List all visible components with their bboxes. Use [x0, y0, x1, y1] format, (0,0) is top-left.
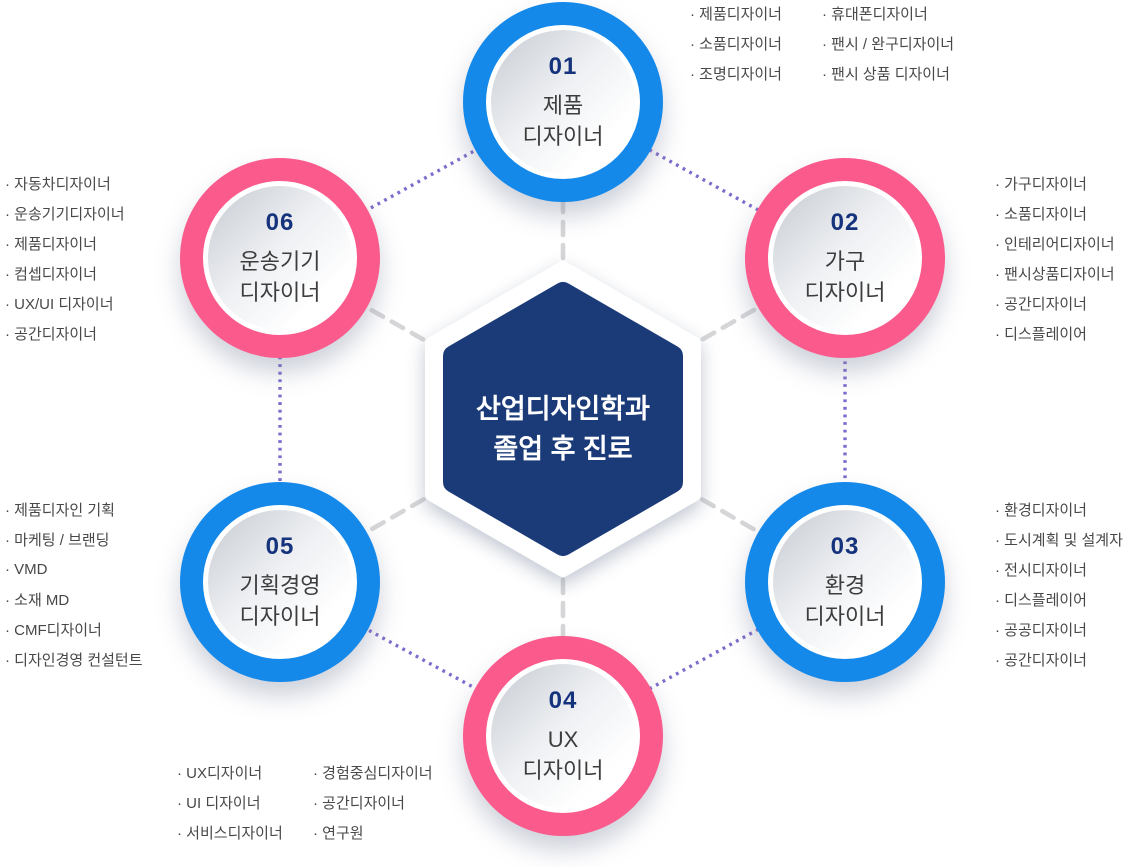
career-list-ux-col2: · 경험중심디자이너 · 공간디자이너 · 연구원	[313, 757, 433, 847]
list-item: · 디스플레이어	[995, 325, 1087, 343]
list-item: · UX디자이너	[177, 764, 263, 782]
node-number: 06	[265, 208, 295, 236]
list-item: · VMD	[5, 560, 48, 578]
list-item: · 소품디자이너	[995, 205, 1087, 223]
list-item: · 마케팅 / 브랜딩	[5, 531, 110, 549]
node-number: 03	[830, 532, 860, 560]
career-list-environment: · 환경디자이너 · 도시계획 및 설계자 · 전시디자이너 · 디스플레이어 · 공공…	[995, 494, 1123, 674]
list-item: · 디스플레이어	[995, 591, 1087, 609]
list-item: · 제품디자인 기획	[5, 501, 115, 519]
list-item: · 휴대폰디자이너	[822, 5, 928, 23]
list-item: · 도시계획 및 설계자	[995, 531, 1123, 549]
career-list-transport: · 자동차디자이너 · 운송기기디자이너 · 제품디자이너 · 컴셉디자이너 · UX/…	[5, 168, 125, 348]
list-item: · 공간디자이너	[995, 651, 1087, 669]
diagram-title-line1: 산업디자인학과	[476, 394, 650, 424]
list-item: · 소재 MD	[5, 591, 70, 609]
list-item: · 공공디자이너	[995, 621, 1087, 639]
list-item: · UI 디자이너	[177, 794, 261, 812]
list-item: · 조명디자이너	[690, 65, 782, 83]
list-item: · 연구원	[313, 824, 364, 842]
list-item: · 제품디자이너	[690, 5, 782, 23]
list-item: · 경험중심디자이너	[313, 764, 433, 782]
career-list-furniture: · 가구디자이너 · 소품디자이너 · 인테리어디자이너 · 팬시상품디자이너 · 공간…	[995, 168, 1115, 348]
list-item: · 운송기기디자이너	[5, 205, 125, 223]
list-item: · 가구디자이너	[995, 175, 1087, 193]
list-item: · 공간디자이너	[313, 794, 405, 812]
list-item: · 공간디자이너	[5, 325, 97, 343]
career-list-ux-col1: · UX디자이너 · UI 디자이너 · 서비스디자이너	[177, 757, 283, 847]
career-list-planning: · 제품디자인 기획 · 마케팅 / 브랜딩 · VMD · 소재 MD · CMF디자…	[5, 494, 143, 674]
career-list-product-col2: · 휴대폰디자이너 · 팬시 / 완구디자이너 · 팬시 상품 디자이너	[822, 0, 954, 88]
node-number: 02	[830, 208, 860, 236]
list-item: · UX/UI 디자이너	[5, 295, 114, 313]
list-item: · 제품디자이너	[5, 235, 97, 253]
list-item: · 공간디자이너	[995, 295, 1087, 313]
hexagon-navy-core	[443, 282, 683, 556]
diagram-title-line2: 졸업 후 진로	[493, 434, 633, 464]
list-item: · 자동차디자이너	[5, 175, 111, 193]
list-item: · CMF디자이너	[5, 621, 102, 639]
list-item: · 소품디자이너	[690, 35, 782, 53]
node-number: 05	[265, 532, 295, 560]
list-item: · 팬시 / 완구디자이너	[822, 35, 955, 53]
diagram-title: 산업디자인학과 졸업 후 진로	[413, 389, 713, 469]
list-item: · 서비스디자이너	[177, 824, 283, 842]
list-item: · 팬시상품디자이너	[995, 265, 1115, 283]
list-item: · 환경디자이너	[995, 501, 1087, 519]
node-number: 01	[548, 52, 578, 80]
node-number: 04	[548, 686, 578, 714]
career-list-product-col1: · 제품디자이너 · 소품디자이너 · 조명디자이너	[690, 0, 782, 88]
list-item: · 컴셉디자이너	[5, 265, 97, 283]
list-item: · 디자인경영 컨설턴트	[5, 651, 143, 669]
list-item: · 전시디자이너	[995, 561, 1087, 579]
list-item: · 팬시 상품 디자이너	[822, 65, 950, 83]
list-item: · 인테리어디자이너	[995, 235, 1115, 253]
